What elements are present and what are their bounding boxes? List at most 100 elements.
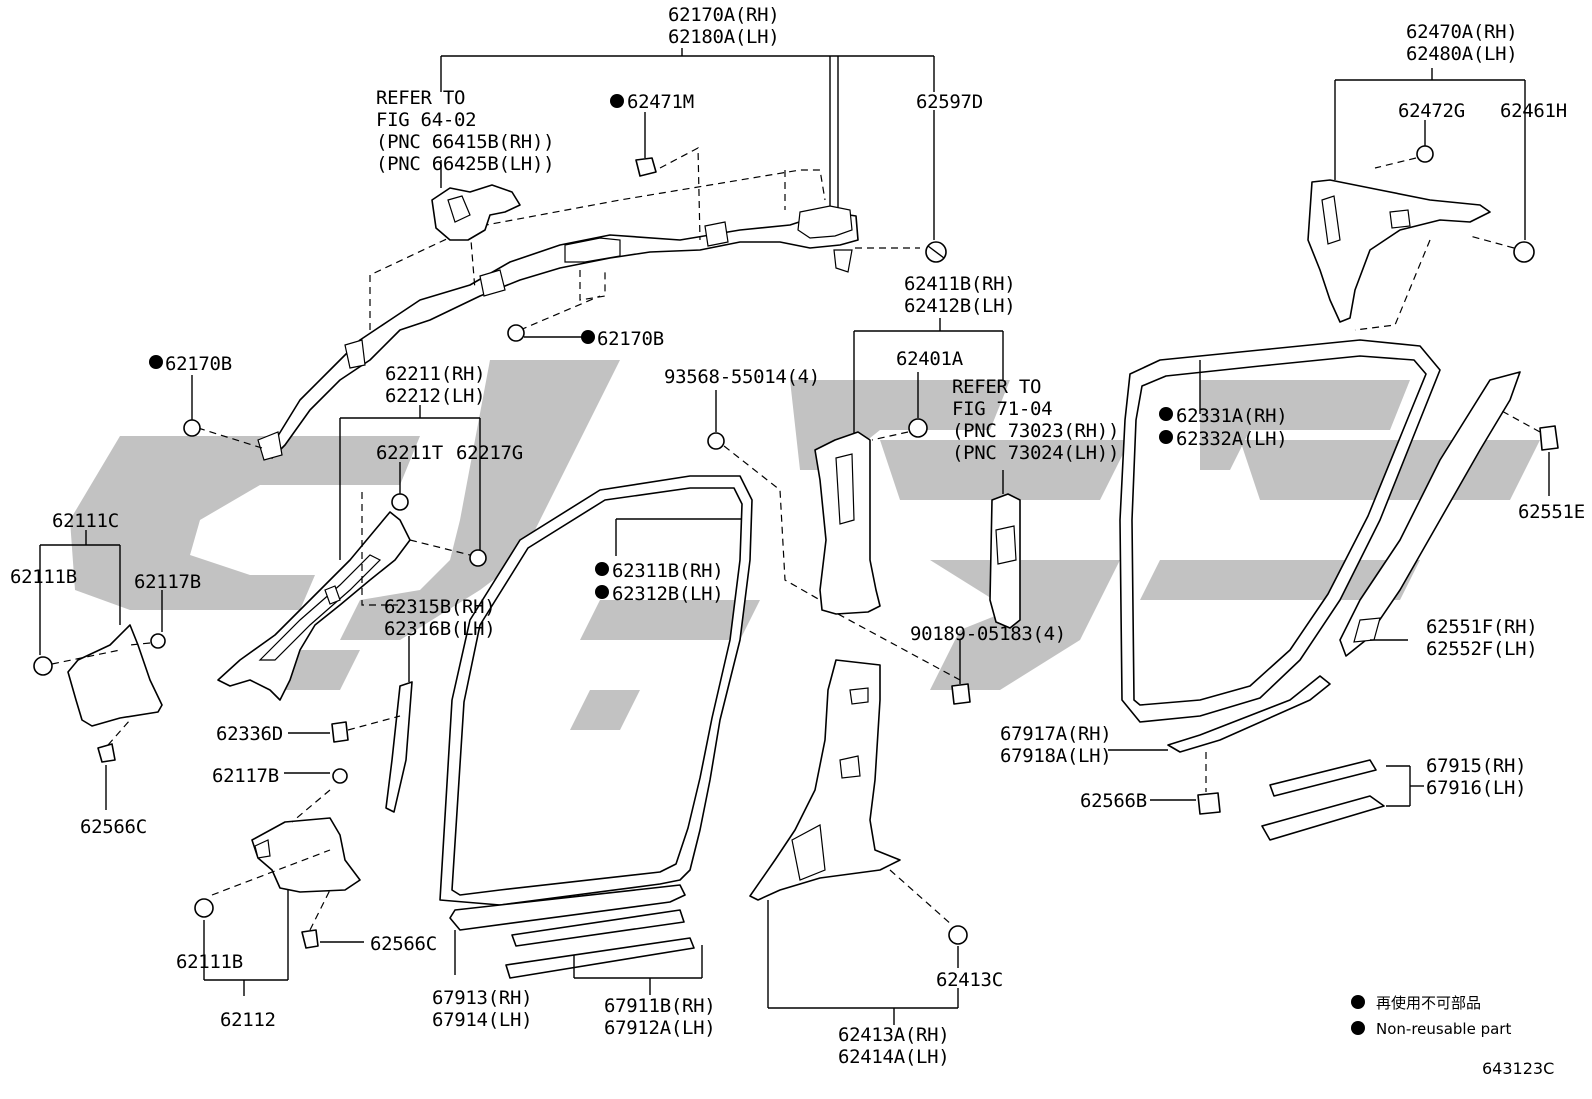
- refer-box-1-line-1: REFER TO: [376, 87, 465, 109]
- clip-62170B-middle: [507, 324, 595, 344]
- label-62211: 62211(RH): [385, 363, 485, 385]
- clip-62401A: [908, 418, 928, 438]
- label-62315B: 62315B(RH): [384, 596, 495, 618]
- label-67913: 67913(RH): [432, 987, 532, 1009]
- refer-box-1-line-4: (PNC 66425B(LH)): [376, 153, 554, 175]
- quarter-upper-trim: [1307, 179, 1491, 323]
- clip-62566C-upper: [97, 743, 116, 763]
- leader-62112: [194, 768, 364, 996]
- label-62480A: 62480A(LH): [1406, 43, 1517, 65]
- label-67911B: 67911B(RH): [604, 995, 715, 1017]
- legend: 再使用不可部品 Non-reusable part: [1351, 994, 1511, 1038]
- garnish-strip-62315B: [385, 636, 413, 813]
- clip-62336D: [288, 715, 401, 743]
- label-62111C: 62111C: [52, 510, 119, 532]
- label-62401A: 62401A: [896, 348, 964, 370]
- clip-62117B-upper: [150, 633, 166, 649]
- label-62552F: 62552F(LH): [1426, 638, 1537, 660]
- label-62331A: 62331A(RH): [1176, 405, 1287, 427]
- b-pillar-upper-garnish: [814, 431, 881, 615]
- clip-62217G: [469, 549, 487, 567]
- label-62112: 62112: [220, 1009, 276, 1031]
- rear-sill-plates-lower: [1261, 759, 1424, 841]
- label-62566B: 62566B: [1080, 790, 1147, 812]
- rear-door-weatherstrip: [1119, 339, 1441, 723]
- clip-62413C: [948, 925, 968, 945]
- roof-rail-part: [257, 205, 859, 461]
- cowl-side-trim-upper: [67, 624, 163, 727]
- label-67912A: 67912A(LH): [604, 1017, 715, 1039]
- diagram-id: 643123C: [1482, 1059, 1554, 1078]
- clip-62551E: [1539, 425, 1559, 451]
- label-62217G: 62217G: [456, 442, 523, 464]
- b-pillar-lower-garnish: [749, 659, 901, 901]
- refer-box-2-line-2: FIG 71-04: [952, 398, 1052, 420]
- label-62414A: 62414A(LH): [838, 1046, 949, 1068]
- clip-62472G: [1416, 145, 1434, 163]
- clip-62597D: [925, 110, 947, 263]
- refer-box-1-line-2: FIG 64-02: [376, 109, 476, 131]
- label-62551E: 62551E: [1518, 501, 1585, 523]
- label-67917A: 67917A(RH): [1000, 723, 1111, 745]
- clip-62170B-left: [149, 355, 201, 437]
- leader-62413A: [767, 900, 959, 1025]
- label-62566C-upper: 62566C: [80, 816, 147, 838]
- refer-box-2-line-4: (PNC 73024(LH)): [952, 442, 1119, 464]
- label-62117B-lower: 62117B: [212, 765, 279, 787]
- label-62472G: 62472G: [1398, 100, 1465, 122]
- bracket-part-66415B: [431, 184, 521, 241]
- front-door-weatherstrip: [439, 475, 753, 906]
- seatbelt-part-73023: [989, 493, 1021, 629]
- label-62211T: 62211T: [376, 442, 443, 464]
- clip-90189: [837, 613, 971, 705]
- label-62461H: 62461H: [1500, 100, 1567, 122]
- label-62170B-left: 62170B: [165, 353, 232, 375]
- label-62117B-upper: 62117B: [134, 571, 201, 593]
- label-62411B: 62411B(RH): [904, 273, 1015, 295]
- refer-box-1-line-3: (PNC 66415B(RH)): [376, 131, 554, 153]
- label-62332A: 62332A(LH): [1176, 428, 1287, 450]
- rear-scuff-strip: [1339, 371, 1521, 657]
- label-62170A: 62170A(RH): [668, 4, 779, 26]
- label-62413A: 62413A(RH): [838, 1024, 949, 1046]
- label-62413C: 62413C: [936, 969, 1003, 991]
- label-67915: 67915(RH): [1426, 755, 1526, 777]
- refer-box-2-line-3: (PNC 73023(RH)): [952, 420, 1119, 442]
- label-62471M: 62471M: [627, 91, 694, 113]
- screw-93568: [707, 390, 821, 601]
- label-67914: 67914(LH): [432, 1009, 532, 1031]
- refer-box-2-line-1: REFER TO: [952, 376, 1041, 398]
- clip-62111B-upper: [33, 656, 53, 676]
- clip-62461H: [1513, 241, 1535, 263]
- label-62336D: 62336D: [216, 723, 283, 745]
- clip-62566B: [1197, 792, 1221, 815]
- roof-rail-dashes: [197, 147, 920, 449]
- label-90189: 90189-05183(4): [910, 623, 1066, 645]
- clip-62211T: [391, 493, 409, 511]
- label-62180A: 62180A(LH): [668, 26, 779, 48]
- label-62111B-upper: 62111B: [10, 566, 77, 588]
- leader-62111C: [39, 530, 163, 655]
- label-93568: 93568-55014(4): [664, 366, 820, 388]
- cowl-side-trim-lower: [251, 817, 361, 893]
- label-62311B: 62311B(RH): [612, 560, 723, 582]
- label-62212: 62212(LH): [385, 385, 485, 407]
- leader-62211: [339, 405, 481, 560]
- label-62551F: 62551F(RH): [1426, 616, 1537, 638]
- rear-sill-plate: [1167, 675, 1331, 753]
- clip-62471M: [635, 112, 657, 177]
- label-62566C-lower: 62566C: [370, 933, 437, 955]
- sill-plates-front: [449, 884, 703, 995]
- label-67918A: 67918A(LH): [1000, 745, 1111, 767]
- label-62470A: 62470A(RH): [1406, 21, 1517, 43]
- label-62170B-middle: 62170B: [597, 328, 664, 350]
- label-62412B: 62412B(LH): [904, 295, 1015, 317]
- legend-japanese: 再使用不可部品: [1376, 994, 1481, 1012]
- leader-62411B: [853, 318, 1004, 440]
- label-62316B: 62316B(LH): [384, 618, 495, 640]
- leader-62170A: [440, 48, 935, 225]
- label-62111B-lower: 62111B: [176, 951, 243, 973]
- label-62597D: 62597D: [916, 91, 983, 113]
- legend-english: Non-reusable part: [1376, 1020, 1511, 1038]
